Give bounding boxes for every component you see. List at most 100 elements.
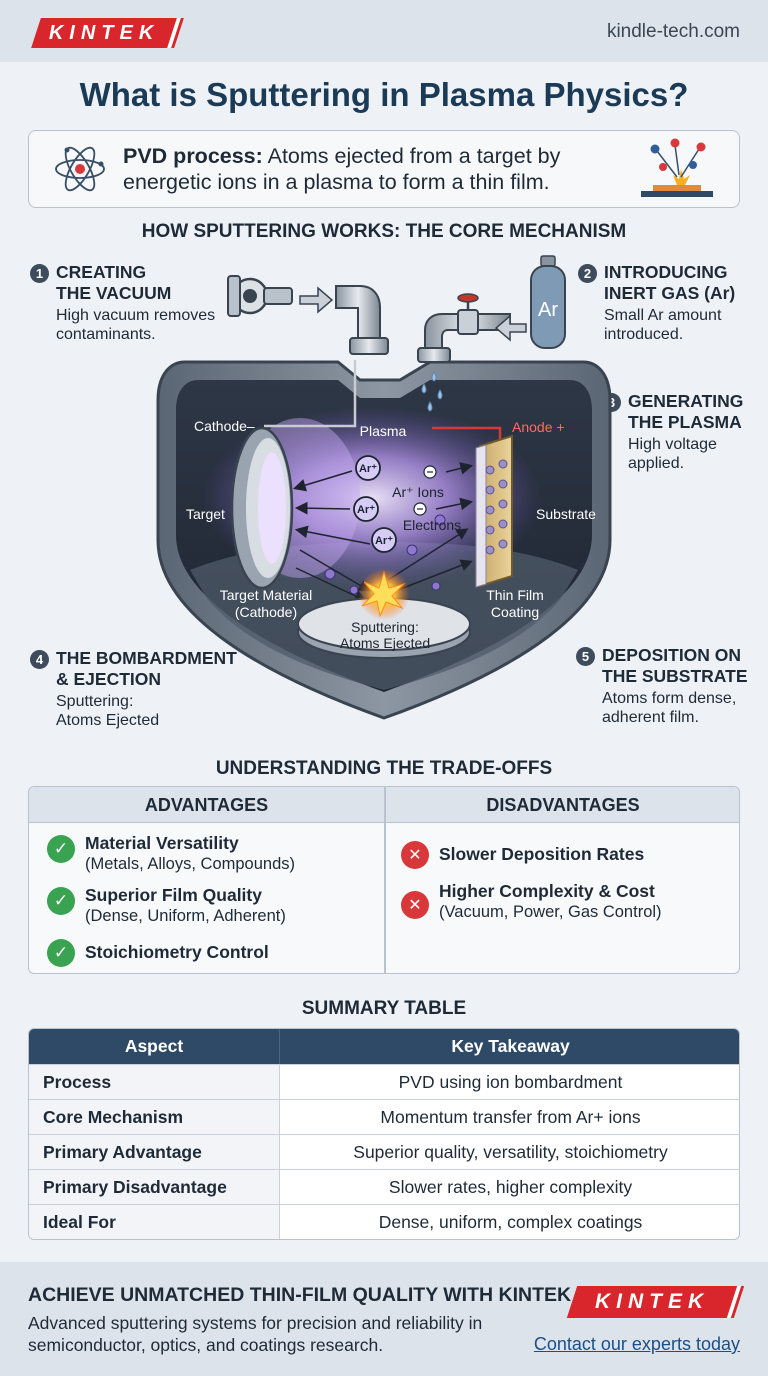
cathode-wire xyxy=(264,360,357,428)
step-5: 5 DEPOSITION ON THE SUBSTRATE Atoms form… xyxy=(576,645,748,727)
step-title: GENERATING xyxy=(628,391,744,411)
ion-arrows xyxy=(292,462,474,545)
column-header: Key Takeaway xyxy=(451,1036,570,1056)
target-disk xyxy=(230,426,294,590)
step-4: 4 THE BOMBARDMENT & EJECTION Sputtering:… xyxy=(30,648,237,730)
logo-text: KINTEK xyxy=(594,1290,710,1313)
vacuum-pump xyxy=(227,275,293,317)
electrons-label: Electrons xyxy=(403,517,461,533)
table-header-row: Aspect Key Takeaway xyxy=(29,1029,739,1064)
table-cell-takeaway: Slower rates, higher complexity xyxy=(388,1176,633,1197)
table-row: Ideal For Dense, uniform, complex coatin… xyxy=(29,1204,739,1239)
table-cell-aspect: Process xyxy=(29,1065,280,1099)
table-cell-aspect: Core Mechanism xyxy=(29,1100,280,1134)
atom-icon xyxy=(55,146,105,192)
step-1: 1 CREATING THE VACUUM High vacuum remove… xyxy=(30,262,215,344)
table-cell-takeaway: Superior quality, versatility, stoichiom… xyxy=(353,1141,668,1162)
step-description: Sputtering: xyxy=(56,693,134,710)
target-material-sub-label: (Cathode) xyxy=(235,604,297,620)
site-url[interactable]: kindle-tech.com xyxy=(606,21,740,42)
kintek-logo-footer[interactable]: KINTEK xyxy=(566,1286,738,1318)
intro-text: PVD process: Atoms ejected from a target… xyxy=(123,143,613,195)
vacuum-arrow xyxy=(299,286,334,314)
page-title: What is Sputtering in Plasma Physics? xyxy=(79,76,689,113)
argon-ions: Ar⁺ Ar⁺ Ar⁺ xyxy=(353,455,397,553)
target-label: Target xyxy=(186,506,225,522)
cathode-label: Cathode– xyxy=(194,418,255,434)
step-title: THE BOMBARDMENT xyxy=(56,648,237,668)
step-title: THE VACUUM xyxy=(56,283,172,303)
electrons xyxy=(413,465,437,516)
ar-ions-label: Ar⁺ Ions xyxy=(392,484,444,500)
intro-label: PVD process: xyxy=(123,144,263,168)
target-material-label: Target Material xyxy=(220,587,313,603)
table-cell-takeaway: PVD using ion bombardment xyxy=(398,1071,623,1092)
advantage-sub: (Dense, Uniform, Adherent) xyxy=(85,907,286,925)
substrate-label: Substrate xyxy=(536,506,596,522)
thin-film-label: Thin Film xyxy=(486,587,544,603)
step-number: 2 xyxy=(578,264,597,283)
mechanism-heading: HOW SPUTTERING WORKS: THE CORE MECHANISM xyxy=(141,221,627,242)
argon-tank: Ar xyxy=(530,255,566,349)
vacuum-pipe xyxy=(335,285,381,346)
intro-description: Atoms ejected from a target by energetic… xyxy=(123,144,561,194)
cross-icon: ✕ xyxy=(401,891,429,919)
step-description: contaminants. xyxy=(56,326,156,343)
step-number: 4 xyxy=(30,650,49,669)
disadvantage-item: ✕ Slower Deposition Rates xyxy=(401,839,644,869)
step-description: introduced. xyxy=(604,326,684,343)
disadvantage-item: ✕ Higher Complexity & Cost (Vacuum, Powe… xyxy=(401,881,662,923)
step-title: & EJECTION xyxy=(56,669,162,689)
footer-banner: ACHIEVE UNMATCHED THIN-FILM QUALITY WITH… xyxy=(0,1262,768,1376)
thin-film-sub-label: Coating xyxy=(491,604,539,620)
ejection-arrows xyxy=(295,528,473,602)
summary-table: Aspect Key Takeaway Process PVD using io… xyxy=(28,1028,740,1240)
ar-ion-label: Ar⁺ xyxy=(375,535,393,547)
sputter-icon xyxy=(641,138,713,197)
ar-ion-label: Ar⁺ xyxy=(357,504,375,516)
disadvantage-title: Higher Complexity & Cost xyxy=(439,881,655,901)
atoms-ejected-label: Atoms Ejected xyxy=(340,635,430,651)
gas-drops xyxy=(421,370,443,412)
cross-icon: ✕ xyxy=(401,841,429,869)
summary-heading: SUMMARY TABLE xyxy=(301,998,467,1019)
step-title: THE PLASMA xyxy=(628,412,742,432)
advantage-item: ✓ Material Versatility (Metals, Alloys, … xyxy=(47,833,295,875)
table-row: Process PVD using ion bombardment xyxy=(29,1064,739,1099)
step-title: INTRODUCING xyxy=(604,262,728,282)
table-cell-aspect: Primary Advantage xyxy=(29,1135,280,1169)
target-material-disk xyxy=(297,597,471,659)
column-header: Aspect xyxy=(29,1029,280,1064)
table-cell-aspect: Ideal For xyxy=(29,1205,280,1239)
advantage-title: Material Versatility xyxy=(85,833,239,853)
logo-text: KINTEK xyxy=(48,21,160,44)
anode-label: Anode + xyxy=(512,419,565,435)
step-title: INERT GAS (Ar) xyxy=(604,283,736,303)
tradeoffs-heading: UNDERSTANDING THE TRADE-OFFS xyxy=(215,758,553,779)
step-title: THE SUBSTRATE xyxy=(602,666,748,686)
step-number: 1 xyxy=(30,264,49,283)
step-number: 5 xyxy=(576,647,595,666)
table-cell-aspect: Primary Disadvantage xyxy=(29,1170,280,1204)
step-description: applied. xyxy=(628,455,685,472)
tradeoffs-divider xyxy=(384,787,386,973)
sputtering-chamber-diagram: Ar Ar⁺ Ar⁺ Ar⁺ xyxy=(156,255,612,720)
footer-heading: ACHIEVE UNMATCHED THIN-FILM QUALITY WITH… xyxy=(28,1284,572,1306)
tradeoffs-panel: ADVANTAGES DISADVANTAGES ✓ Material Vers… xyxy=(28,786,740,974)
valve-icon xyxy=(457,293,479,303)
contact-link[interactable]: Contact our experts today xyxy=(533,1334,740,1354)
advantage-title: Stoichiometry Control xyxy=(85,942,269,962)
advantage-title: Superior Film Quality xyxy=(85,885,262,905)
step-description: Small Ar amount xyxy=(604,307,722,324)
step-description: High vacuum removes xyxy=(56,307,216,324)
disadvantage-sub: (Vacuum, Power, Gas Control) xyxy=(439,903,662,921)
kintek-logo[interactable]: KINTEK xyxy=(31,18,177,48)
table-row: Primary Advantage Superior quality, vers… xyxy=(29,1134,739,1169)
footer-description: Advanced sputtering systems for precisio… xyxy=(28,1313,483,1355)
check-icon: ✓ xyxy=(47,939,75,967)
disadvantage-title: Slower Deposition Rates xyxy=(439,844,645,864)
top-bar: KINTEK kindle-tech.com xyxy=(0,0,768,62)
table-cell-takeaway: Dense, uniform, complex coatings xyxy=(378,1211,643,1232)
advantage-item: ✓ Stoichiometry Control xyxy=(47,937,269,967)
plasma-label: Plasma xyxy=(360,423,407,439)
